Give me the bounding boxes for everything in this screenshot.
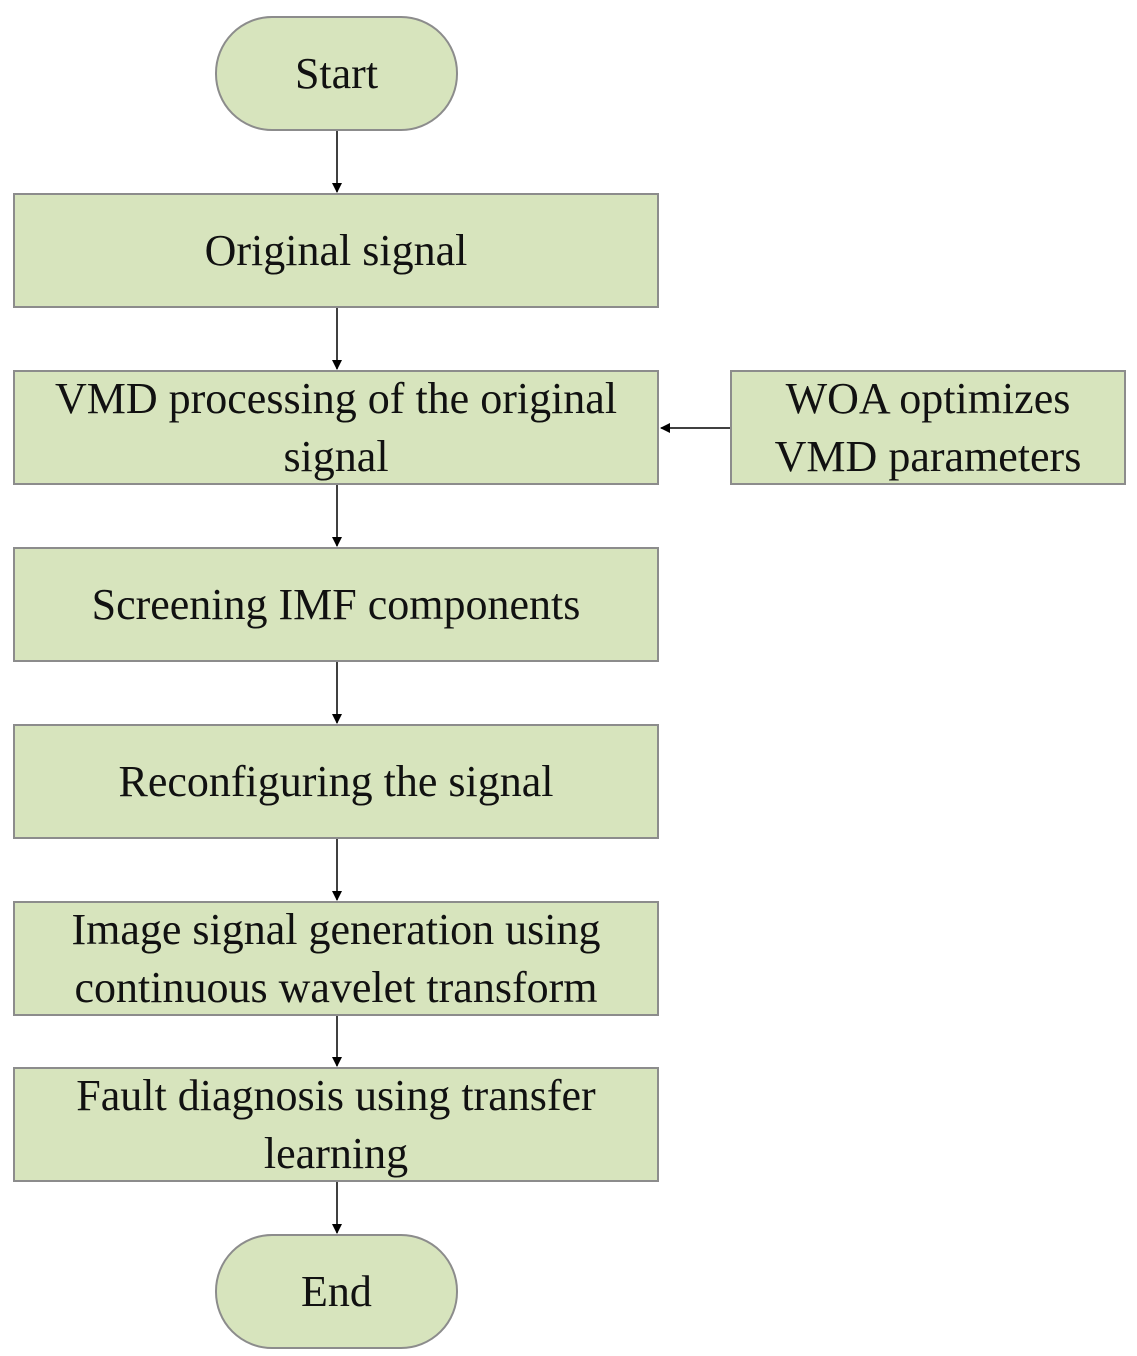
screening-imf-label: Screening IMF components — [91, 579, 581, 629]
fault-diagnosis-box: Fault diagnosis using transfer learning — [13, 1067, 659, 1182]
image-generation-box: Image signal generation using continuous… — [13, 901, 659, 1016]
end-node: End — [215, 1234, 458, 1349]
start-node: Start — [215, 16, 458, 131]
reconfiguring-signal-box: Reconfiguring the signal — [13, 724, 659, 839]
reconfiguring-signal-label: Reconfiguring the signal — [118, 756, 554, 806]
woa-optimizes-label: WOA optimizes VMD parameters — [774, 373, 1082, 481]
image-generation-label: Image signal generation using continuous… — [71, 904, 601, 1012]
original-signal-label: Original signal — [204, 225, 468, 275]
vmd-processing-box: VMD processing of the original signal — [13, 370, 659, 485]
start-label: Start — [294, 48, 379, 98]
fault-diagnosis-label: Fault diagnosis using transfer learning — [76, 1070, 596, 1178]
end-label: End — [301, 1266, 372, 1316]
screening-imf-box: Screening IMF components — [13, 547, 659, 662]
vmd-processing-label: VMD processing of the original signal — [54, 373, 618, 481]
woa-optimizes-box: WOA optimizes VMD parameters — [730, 370, 1126, 485]
original-signal-box: Original signal — [13, 193, 659, 308]
